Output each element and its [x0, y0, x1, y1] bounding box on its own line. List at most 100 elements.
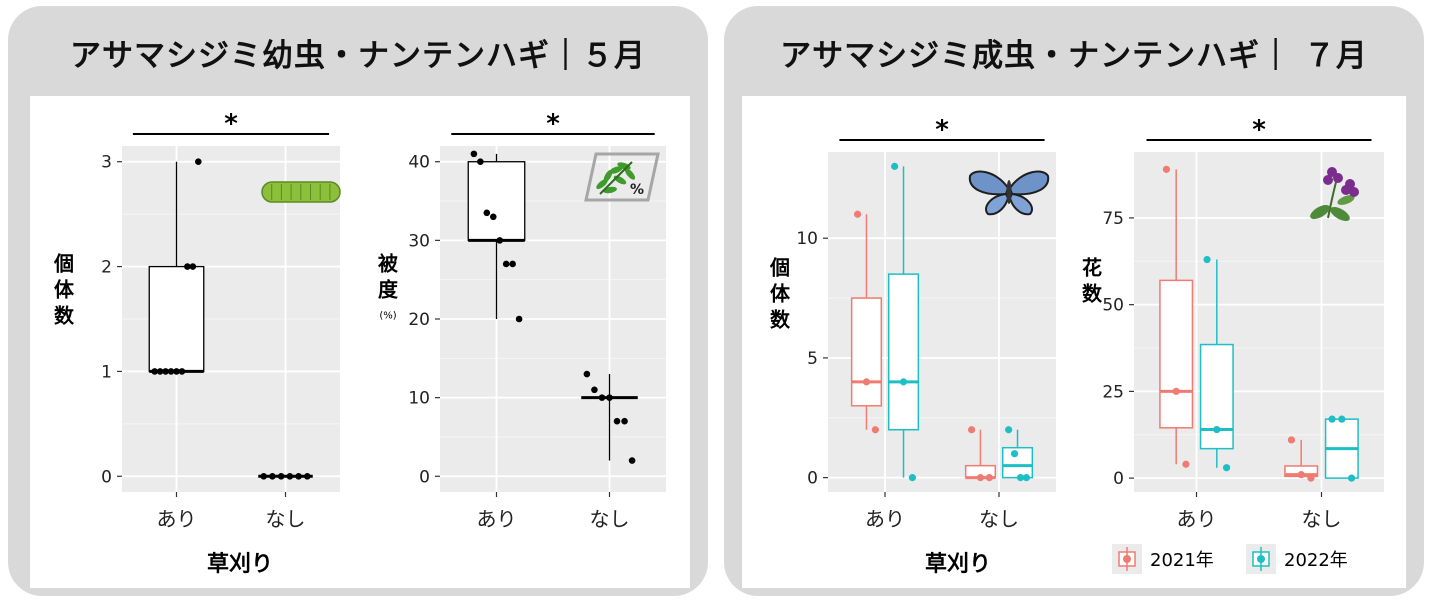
- legend-point: [1123, 555, 1131, 563]
- stem: [599, 161, 633, 195]
- butterfly-icon: [968, 170, 1050, 216]
- legend-key: [1246, 544, 1276, 574]
- caterpillar-icon: [261, 181, 341, 203]
- data-point: [1307, 474, 1315, 482]
- y-tick-label: 50: [1102, 296, 1124, 316]
- data-point: [1172, 387, 1180, 395]
- data-point: [1297, 471, 1305, 479]
- chart-area: 草刈り 0123ありなし個体数*010203040ありなし被度(%)*%: [53, 109, 666, 577]
- legend-point: [1257, 555, 1265, 563]
- leaf: [1337, 195, 1355, 205]
- significance-star: *: [224, 109, 238, 139]
- y-axis-label: 数: [770, 307, 791, 331]
- y-axis-label: 数: [54, 304, 75, 328]
- box: [887, 273, 920, 431]
- x-tick-label: なし: [1302, 507, 1342, 531]
- data-point: [967, 426, 976, 434]
- y-tick-label: 10: [796, 229, 818, 249]
- butterfly-body: [1006, 180, 1012, 204]
- data-point: [628, 457, 636, 464]
- data-point: [583, 370, 591, 378]
- data-point: [162, 368, 169, 375]
- leaf: [609, 166, 623, 174]
- data-point: [195, 158, 202, 166]
- data-point: [496, 237, 504, 244]
- data-point: [1287, 436, 1296, 444]
- box: [850, 297, 883, 407]
- flower-bud: [1323, 175, 1333, 185]
- data-point: [1328, 415, 1336, 423]
- data-point: [1016, 474, 1025, 482]
- data-point: [1182, 460, 1190, 468]
- data-point: [489, 213, 497, 221]
- data-point: [156, 368, 164, 375]
- x-tick-label: あり: [157, 507, 197, 531]
- data-point: [470, 150, 478, 158]
- data-point: [891, 162, 899, 170]
- x-tick-label: なし: [979, 507, 1019, 531]
- data-point: [613, 417, 621, 425]
- data-point: [1005, 426, 1013, 434]
- data-point: [1203, 255, 1211, 264]
- data-point: [509, 260, 516, 268]
- data-point: [871, 426, 879, 434]
- data-point: [908, 474, 917, 482]
- data-point: [1162, 165, 1171, 173]
- data-point: [591, 386, 598, 394]
- y-tick-label: 2: [101, 258, 112, 278]
- chart: 010203040ありなし被度(%)*%: [378, 109, 666, 531]
- x-tick-label: あり: [1177, 507, 1217, 531]
- data-point: [621, 417, 628, 425]
- y-axis-label: 個: [769, 255, 790, 279]
- flower-bud: [1341, 185, 1351, 195]
- flower-bud: [1349, 187, 1359, 197]
- data-point: [304, 472, 311, 480]
- data-point: [1347, 474, 1356, 482]
- chart: 0510ありなし個体数*: [769, 115, 1056, 531]
- significance-star: *: [935, 115, 949, 145]
- y-tick-label: 3: [101, 153, 112, 173]
- data-point: [477, 158, 484, 166]
- x-tick-label: なし: [266, 507, 306, 531]
- data-point: [260, 472, 267, 480]
- right-hindwing: [1008, 192, 1033, 216]
- y-tick-label: 25: [1102, 382, 1124, 402]
- data-point: [277, 472, 285, 480]
- y-tick-label: 5: [807, 349, 818, 369]
- left-hindwing: [985, 192, 1010, 216]
- stem: [1327, 181, 1337, 219]
- legend-key: [1112, 544, 1142, 574]
- y-axis-label: 個: [53, 252, 74, 276]
- y-tick-label: 0: [1113, 469, 1124, 489]
- data-point: [184, 263, 191, 270]
- data-point: [286, 472, 294, 480]
- data-point: [483, 209, 491, 217]
- leaf: [624, 168, 636, 180]
- data-point: [189, 263, 197, 270]
- x-axis-title: 草刈り: [925, 551, 991, 577]
- y-tick-label: 30: [408, 231, 430, 251]
- y-axis-label: 体: [770, 281, 791, 305]
- y-axis-label: 体: [54, 278, 75, 302]
- left-forewing: [968, 170, 1010, 196]
- legend-label: 2021年: [1150, 550, 1214, 571]
- x-tick-label: なし: [590, 507, 630, 531]
- y-axis-label: 花: [1082, 255, 1102, 279]
- x-axis-title: 草刈り: [207, 551, 273, 577]
- data-point: [853, 210, 862, 218]
- y-axis-label: 数: [1082, 281, 1103, 305]
- data-point: [985, 474, 993, 482]
- data-point: [269, 472, 276, 480]
- data-point: [1222, 464, 1231, 472]
- data-point: [515, 315, 523, 323]
- data-point: [862, 378, 871, 386]
- data-point: [598, 394, 606, 401]
- data-point: [151, 368, 158, 375]
- y-tick-label: 75: [1102, 209, 1124, 229]
- chart: 0255075ありなし花数*: [1082, 115, 1384, 531]
- flower-bud: [1333, 173, 1343, 183]
